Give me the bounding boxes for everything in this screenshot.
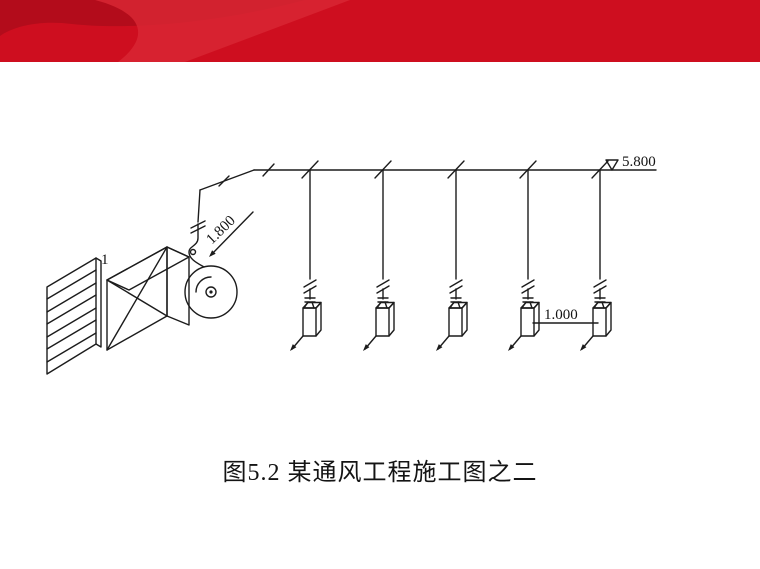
duct-riser-outlet-1 (289, 160, 322, 352)
duct-riser-outlet-3 (435, 160, 468, 352)
louver-grille (46, 257, 102, 375)
fan (184, 223, 238, 319)
equipment-number-label: 1 (101, 252, 109, 268)
elevation-marker: 5.800 (605, 154, 656, 171)
outlet-height-callout: 1.000 (532, 307, 599, 324)
duct-riser-outlet-2 (362, 160, 395, 352)
header-band (0, 0, 760, 62)
header-swoosh-light-icon (95, 0, 350, 62)
duct-height-label: 1.800 (203, 213, 238, 248)
elevation-label: 5.800 (622, 154, 656, 170)
filter-box (106, 246, 190, 351)
figure-caption: 图5.2 某通风工程施工图之二 (222, 460, 538, 486)
outlet-height-label: 1.000 (544, 307, 578, 323)
main-duct (190, 163, 657, 234)
duct-height-callout: 1.800 (203, 211, 254, 257)
